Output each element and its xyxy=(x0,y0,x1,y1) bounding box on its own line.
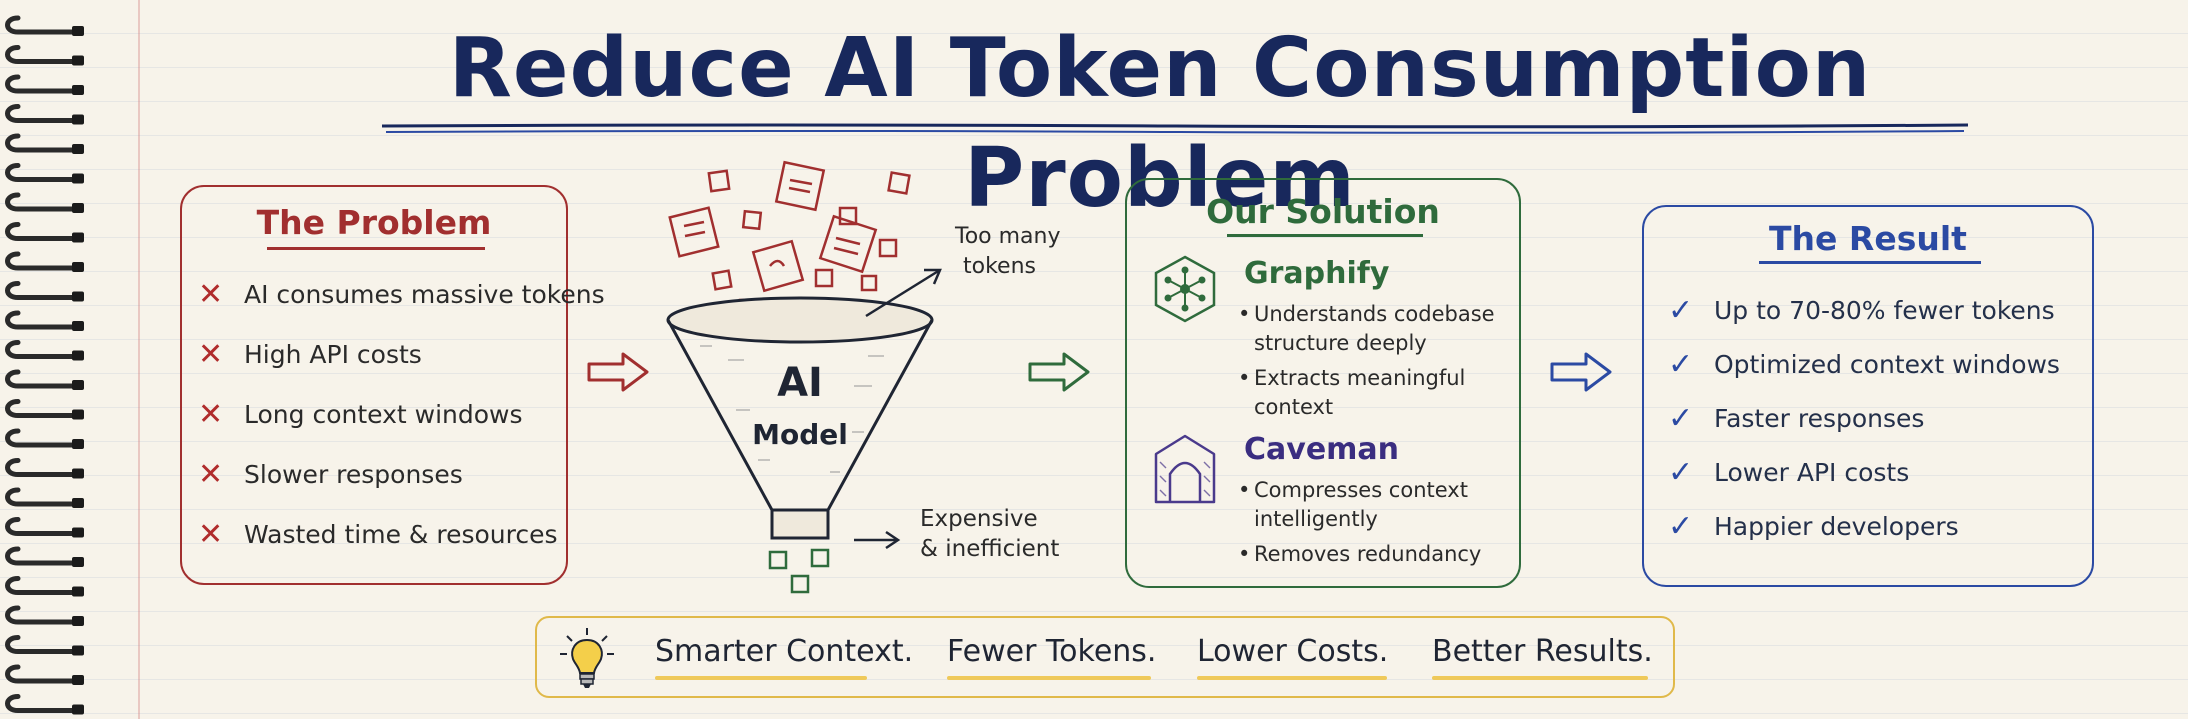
result-heading: The Result xyxy=(1769,219,1967,258)
spiral-ring xyxy=(5,104,84,125)
checkmark-icon: ✓ xyxy=(1668,292,1694,328)
spiral-ring xyxy=(5,635,84,656)
result-heading-underline xyxy=(1759,261,1981,264)
checkmark-icon: ✓ xyxy=(1668,400,1694,436)
cross-icon: ✕ xyxy=(198,396,224,432)
notebook-spiral-binding xyxy=(5,15,84,715)
list-item: ✕Slower responses xyxy=(198,456,463,492)
spiral-ring xyxy=(5,605,84,626)
list-item: ✕Wasted time & resources xyxy=(198,516,558,552)
summary-banner: Smarter Context. Fewer Tokens. Lower Cos… xyxy=(535,616,1675,698)
list-item: ✕High API costs xyxy=(198,336,422,372)
spiral-ring xyxy=(5,45,84,66)
cross-icon: ✕ xyxy=(198,336,224,372)
list-item: Extracts meaningful context xyxy=(1238,364,1508,422)
spiral-ring xyxy=(5,487,84,508)
expensive-note: Expensive & inefficient xyxy=(920,506,1060,562)
cross-icon: ✕ xyxy=(198,276,224,312)
graphify-bullets: Understands codebase structure deeply Ex… xyxy=(1238,300,1508,422)
list-item: ✓Happier developers xyxy=(1668,508,1959,544)
cave-icon xyxy=(1154,434,1216,504)
spiral-ring xyxy=(5,694,84,715)
spiral-ring xyxy=(5,281,84,302)
pointer-arrow-icon xyxy=(865,268,942,318)
caveman-bullets: Compresses context intelligently Removes… xyxy=(1238,476,1508,569)
funnel-label-model: Model xyxy=(752,418,848,451)
banner-phrase-underline xyxy=(1197,676,1387,680)
spiral-ring xyxy=(5,74,84,95)
problem-card: The Problem xyxy=(180,185,568,585)
spiral-ring xyxy=(5,251,84,272)
arrow-right-icon xyxy=(1550,352,1612,392)
title-underline xyxy=(381,123,1969,134)
spiral-ring xyxy=(5,546,84,567)
spiral-ring xyxy=(5,369,84,390)
problem-heading: The Problem xyxy=(256,203,492,242)
banner-phrase: Lower Costs. xyxy=(1197,634,1389,669)
list-item: ✕Long context windows xyxy=(198,396,523,432)
too-many-tokens-note: Too many tokens xyxy=(955,224,1061,279)
result-list: ✓Up to 70-80% fewer tokens ✓Optimized co… xyxy=(1668,283,2060,553)
funnel-icon xyxy=(666,160,934,594)
banner-phrase-underline xyxy=(655,676,867,680)
problem-heading-underline xyxy=(267,247,485,250)
graph-network-icon xyxy=(1154,255,1216,323)
cross-icon: ✕ xyxy=(198,516,224,552)
spiral-ring xyxy=(5,222,84,243)
spiral-ring xyxy=(5,340,84,361)
notebook-margin-line xyxy=(138,0,140,719)
spiral-ring xyxy=(5,664,84,685)
list-item: ✓Optimized context windows xyxy=(1668,346,2060,382)
spiral-ring xyxy=(5,163,84,184)
list-item: ✓Up to 70-80% fewer tokens xyxy=(1668,292,2055,328)
list-item: ✓Faster responses xyxy=(1668,400,1925,436)
arrow-right-icon xyxy=(587,352,649,392)
spiral-ring xyxy=(5,428,84,449)
banner-phrase: Smarter Context. xyxy=(655,634,914,669)
spiral-ring xyxy=(5,399,84,420)
list-item: Understands codebase structure deeply xyxy=(1238,300,1508,358)
list-item: ✕AI consumes massive tokens xyxy=(198,276,605,312)
banner-phrase-underline xyxy=(947,676,1151,680)
checkmark-icon: ✓ xyxy=(1668,454,1694,490)
list-item: Removes redundancy xyxy=(1238,540,1508,569)
spiral-ring xyxy=(5,310,84,331)
pointer-arrow-icon xyxy=(854,530,901,550)
lightbulb-icon xyxy=(560,628,614,688)
spiral-ring xyxy=(5,133,84,154)
banner-phrase: Better Results. xyxy=(1432,634,1653,669)
solution-heading-underline xyxy=(1227,234,1423,237)
tool-name-graphify: Graphify xyxy=(1244,256,1390,291)
checkmark-icon: ✓ xyxy=(1668,508,1694,544)
cross-icon: ✕ xyxy=(198,456,224,492)
spiral-ring xyxy=(5,576,84,597)
solution-card: Our Solution xyxy=(1125,178,1521,588)
spiral-ring xyxy=(5,15,84,36)
arrow-right-icon xyxy=(1028,352,1090,392)
funnel-label-ai: AI xyxy=(777,360,823,406)
list-item: ✓Lower API costs xyxy=(1668,454,1910,490)
tool-name-caveman: Caveman xyxy=(1244,432,1400,467)
solution-heading: Our Solution xyxy=(1206,192,1440,231)
spiral-ring xyxy=(5,458,84,479)
spiral-ring xyxy=(5,192,84,213)
spiral-ring xyxy=(5,517,84,538)
list-item: Compresses context intelligently xyxy=(1238,476,1508,534)
checkmark-icon: ✓ xyxy=(1668,346,1694,382)
banner-phrase: Fewer Tokens. xyxy=(947,634,1157,669)
ai-model-funnel: AI Model xyxy=(640,160,960,600)
problem-list: ✕AI consumes massive tokens ✕High API co… xyxy=(198,264,605,564)
banner-phrase-underline xyxy=(1432,676,1648,680)
result-card: The Result xyxy=(1642,205,2094,587)
